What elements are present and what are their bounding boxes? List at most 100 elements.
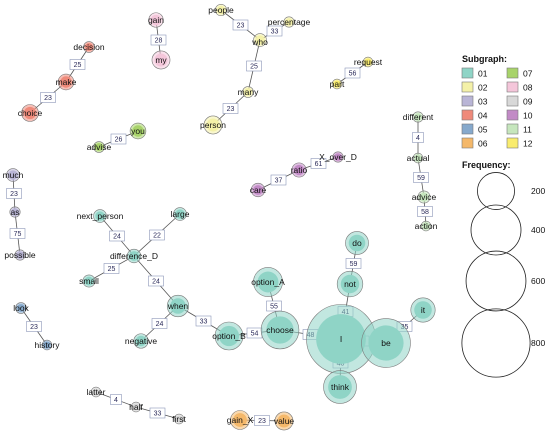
node-inner-circle	[255, 35, 265, 45]
legend-swatch	[506, 67, 519, 79]
node-label-option_b: option_B	[212, 331, 246, 341]
node-ratio	[291, 162, 307, 178]
node-inner-circle	[277, 414, 291, 428]
node-inner-circle	[419, 192, 429, 202]
edge-weight-label: 24	[151, 318, 168, 329]
node-label-be: be	[381, 338, 391, 348]
edge-weight-text: 23	[44, 95, 52, 102]
node-large	[173, 207, 187, 221]
edge-weight-box	[266, 300, 282, 312]
node-label-advice: advice	[412, 192, 437, 202]
edge-weight-box	[149, 229, 165, 241]
node-inner-circle	[132, 125, 144, 137]
edge-weight-text: 24	[156, 321, 164, 328]
edge-weight-box	[151, 318, 168, 329]
legend-size-label: 200	[531, 186, 545, 196]
legend-swatch-label: 10	[523, 111, 533, 121]
edge-weight-label: 58	[417, 206, 433, 217]
legend-swatch-label: 04	[478, 111, 488, 121]
legend-swatch	[461, 81, 474, 93]
legend-item-frequency: 200	[477, 172, 545, 210]
node-label-latter: latter	[87, 387, 106, 397]
edge-weight-text: 37	[275, 178, 283, 185]
edge-weight-box	[310, 158, 327, 169]
legend-swatch	[506, 123, 519, 135]
node-inner-circle	[175, 415, 183, 423]
node-you	[129, 122, 147, 140]
edge-weight-text: 4	[416, 135, 420, 142]
node-label-large: large	[171, 209, 190, 219]
node-request	[362, 56, 374, 68]
node-not	[336, 270, 364, 298]
node-half	[130, 401, 142, 413]
legend-swatch-label: 08	[523, 83, 533, 93]
edge-weight-label: 24	[109, 230, 125, 242]
legend-item-subgraph-08: 08	[506, 81, 533, 93]
node-my	[151, 50, 171, 70]
edge-weight-text: 61	[315, 161, 323, 168]
node-label-half: half	[129, 402, 143, 412]
edge-weight-label: 22	[149, 229, 165, 241]
node-advise	[93, 141, 105, 153]
edge-weight-text: 24	[113, 234, 121, 241]
node-who	[253, 33, 267, 47]
edge-weight-box	[254, 415, 270, 426]
edge-weight-text: 25	[108, 266, 116, 273]
node-label-option_a: option_A	[251, 277, 285, 287]
node-layer	[6, 4, 436, 431]
node-label-different: different	[403, 112, 434, 122]
node-label-ratio: ratio	[291, 165, 308, 175]
node-label-first: first	[172, 414, 186, 424]
node-next_person	[93, 209, 107, 223]
edge-weight-label: 25	[246, 60, 262, 72]
edge-weight-label: 23	[6, 188, 22, 199]
node-label-do: do	[352, 238, 362, 248]
node-inner-circle	[154, 53, 168, 67]
edge-weight-box	[110, 133, 127, 145]
edge-weight-box	[270, 174, 287, 186]
edge-weight-text: 59	[350, 261, 358, 268]
node-percentage	[283, 16, 295, 28]
edge-weight-text: 59	[417, 175, 425, 182]
node-possible	[14, 249, 26, 261]
edge-weight-text: 28	[155, 38, 163, 45]
legend-swatch	[461, 95, 474, 107]
node-inner-circle	[316, 314, 366, 364]
legend-item-subgraph-04: 04	[461, 109, 488, 121]
node-label-part: part	[330, 79, 345, 89]
node-label-percentage: percentage	[268, 17, 311, 27]
node-label-many: many	[238, 87, 260, 97]
node-choose	[260, 310, 300, 350]
node-different	[412, 111, 424, 123]
legend-item-subgraph-07: 07	[506, 67, 533, 79]
edge-weight-box	[110, 394, 122, 405]
node-label-request: request	[354, 57, 383, 67]
legend-size-circle	[470, 204, 522, 256]
node-inner-circle	[340, 274, 360, 294]
node-inner-circle	[17, 304, 25, 312]
legend-size-label: 400	[531, 225, 545, 235]
node-label-make: make	[56, 77, 77, 87]
node-inner-circle	[285, 18, 293, 26]
node-actual	[412, 152, 424, 164]
legend-size-circle	[477, 172, 515, 210]
node-label-action: action	[415, 221, 438, 231]
node-label-advise: advise	[87, 142, 112, 152]
edge-weight-box	[149, 407, 166, 419]
node-inner-circle	[333, 80, 341, 88]
legend-swatch-label: 09	[523, 97, 533, 107]
node-inner-circle	[150, 14, 162, 26]
node-inner-circle	[233, 413, 247, 427]
node-action	[420, 220, 432, 232]
edge-weight-box	[222, 103, 239, 114]
edge-weight-label: 54	[246, 327, 263, 339]
legend-swatch	[506, 95, 519, 107]
edge-weight-text: 33	[154, 411, 162, 418]
legend-item-subgraph-06: 06	[461, 137, 488, 149]
edge-weight-label: 23	[222, 103, 239, 114]
edge-weight-box	[6, 188, 22, 199]
node-inner-circle	[129, 251, 139, 261]
